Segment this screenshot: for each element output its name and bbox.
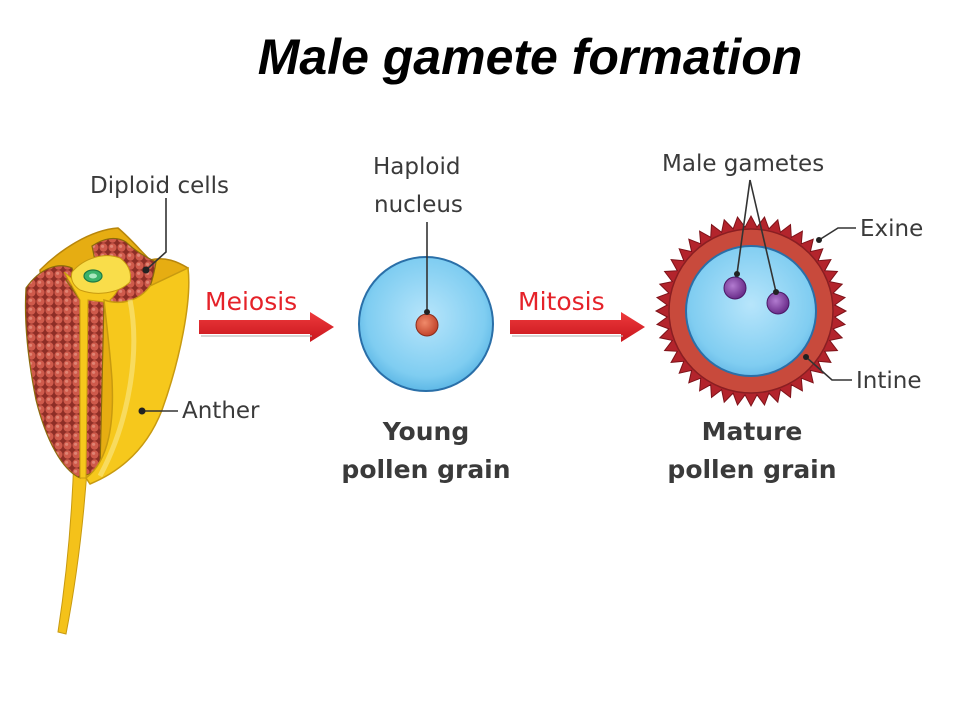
leader-exine <box>818 227 856 241</box>
mature-cytoplasm <box>685 245 817 377</box>
leader-dot-exine <box>816 237 822 243</box>
pollen-sac-left <box>24 265 83 479</box>
meiosis-arrow <box>199 312 334 342</box>
label-haploid-line2: nucleus <box>374 192 463 218</box>
mature-pollen-grain <box>654 214 848 408</box>
caption-mature-line2: pollen grain <box>667 455 836 484</box>
label-haploid-line1: Haploid <box>373 154 460 180</box>
leader-gamete-1 <box>736 179 751 275</box>
label-anther: Anther <box>182 398 260 424</box>
leader-dot-gamete-2 <box>773 289 779 295</box>
leader-dot-gamete-1 <box>734 271 740 277</box>
label-mitosis: Mitosis <box>518 287 605 316</box>
leader-intine <box>805 356 852 381</box>
label-meiosis: Meiosis <box>205 287 297 316</box>
label-exine: Exine <box>860 216 923 242</box>
leader-dot-haploid <box>424 309 430 315</box>
male-gamete-1 <box>723 276 747 300</box>
anther-illustration <box>24 227 190 635</box>
label-intine: Intine <box>856 368 922 394</box>
leader-dot-intine <box>803 354 809 360</box>
mitosis-arrow <box>510 312 645 342</box>
male-gamete-2 <box>766 291 790 315</box>
caption-young-line1: Young <box>382 417 469 446</box>
leader-gamete-2 <box>749 179 777 293</box>
leader-dot-diploid <box>142 266 150 274</box>
leader-dot-anther <box>138 407 146 415</box>
page-title: Male gamete formation <box>257 29 803 85</box>
filament <box>57 454 89 635</box>
label-diploid-cells: Diploid cells <box>90 173 229 199</box>
leader-diploid-cells <box>145 198 167 271</box>
anther-front-wall <box>84 266 190 485</box>
label-male-gametes: Male gametes <box>662 151 824 177</box>
caption-mature-line1: Mature <box>702 417 803 446</box>
haploid-nucleus <box>415 313 439 337</box>
caption-young-line2: pollen grain <box>341 455 510 484</box>
